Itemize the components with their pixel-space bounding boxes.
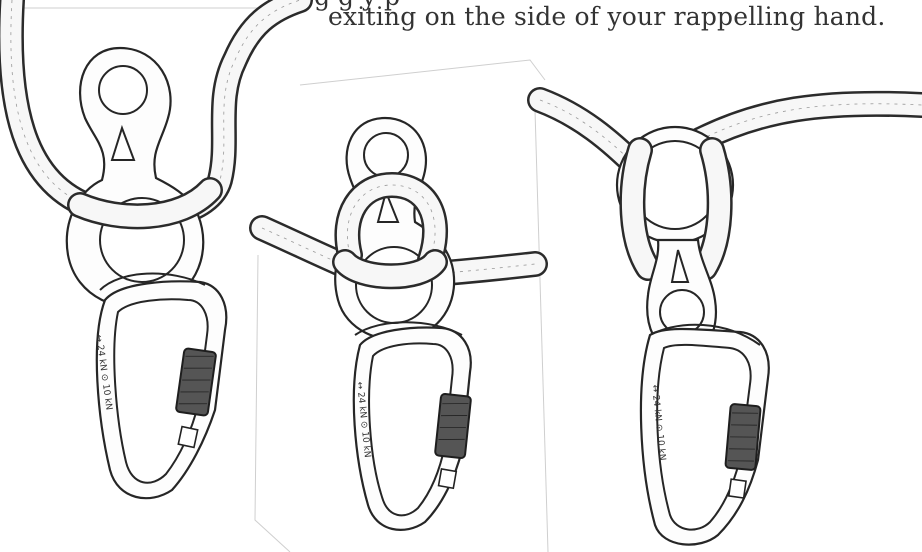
panel-edge	[300, 60, 545, 85]
panel-edge	[255, 255, 290, 552]
small-ring-3	[660, 290, 704, 334]
panel-3: ↔ 24 kN ⊙ 10 kN	[540, 100, 922, 545]
small-ring-2	[364, 133, 408, 177]
small-ring-1	[99, 66, 147, 114]
panel-1: ↔ 24 kN ⊙ 10 kN	[11, 0, 300, 498]
panel-2: ↔ 24 kN ⊙ 10 kN	[262, 118, 535, 530]
panel-edge	[535, 110, 548, 552]
